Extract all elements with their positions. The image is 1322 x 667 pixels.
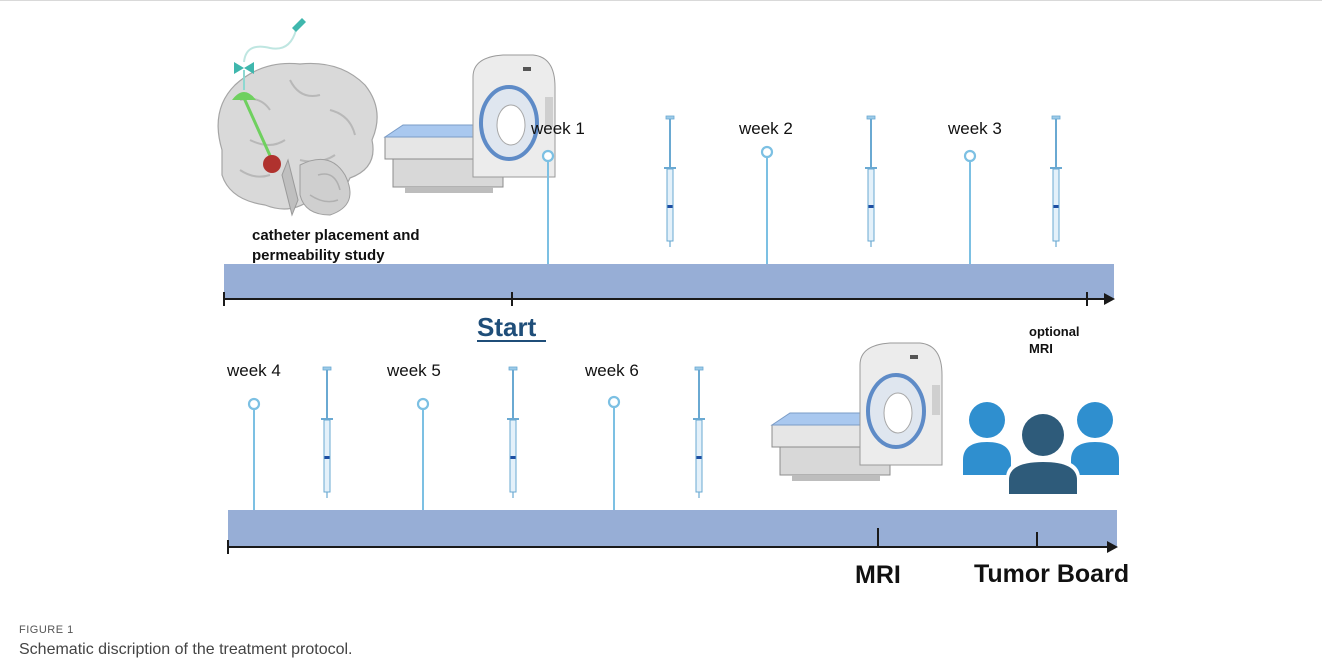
week-label: week 2 xyxy=(738,119,793,138)
week-marker xyxy=(607,395,621,409)
week-marker xyxy=(247,397,261,411)
mri-label: MRI xyxy=(855,561,901,589)
optional-mri-label-line1: optional xyxy=(1029,324,1080,339)
mri-scanner-icon xyxy=(383,53,557,195)
syringe-icon xyxy=(663,115,677,248)
syringe-icon xyxy=(692,366,706,499)
people-group-icon xyxy=(963,402,1119,494)
timeline-band xyxy=(228,510,1117,547)
brain-catheter-illustration xyxy=(217,18,378,217)
syringe-icon xyxy=(506,366,520,499)
figure-caption: Schematic discription of the treatment p… xyxy=(19,641,353,658)
arrow-head-icon xyxy=(1107,541,1118,553)
arrow-head-icon xyxy=(1104,293,1115,305)
week-marker xyxy=(760,145,774,159)
syringe-icon xyxy=(864,115,878,248)
week-label: week 3 xyxy=(947,119,1002,138)
syringe-icon xyxy=(320,366,334,499)
syringe-icon xyxy=(1049,115,1063,248)
week-label: week 5 xyxy=(386,361,441,380)
week-marker xyxy=(416,397,430,411)
procedure-label-line2: permeability study xyxy=(252,247,385,264)
timeline-band xyxy=(224,264,1114,299)
tumor-board-label: Tumor Board xyxy=(974,560,1129,588)
week-marker xyxy=(963,149,977,163)
week-label: week 4 xyxy=(226,361,281,380)
week-marker xyxy=(541,149,555,163)
procedure-label-line1: catheter placement and xyxy=(252,227,420,244)
mri-scanner-icon xyxy=(770,341,944,483)
optional-mri-label-line2: MRI xyxy=(1029,341,1053,356)
figure-label: FIGURE 1 xyxy=(19,624,74,636)
top-border xyxy=(0,0,1322,1)
treatment-timeline-diagram: catheter placement and permeability stud… xyxy=(217,18,1129,589)
start-label: Start xyxy=(477,312,537,342)
week-label: week 6 xyxy=(584,361,639,380)
week-label: week 1 xyxy=(530,119,585,138)
